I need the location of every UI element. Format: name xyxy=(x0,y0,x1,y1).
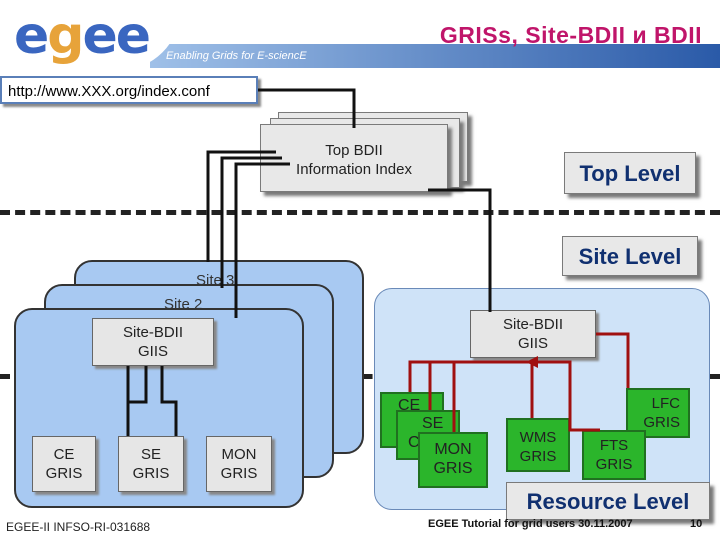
right-mon-gris-label: GRIS xyxy=(433,460,473,477)
index-conf-url: http://www.XXX.org/index.conf xyxy=(0,76,258,104)
footer-project-id: EGEE-II INFSO-RI-031688 xyxy=(6,520,151,534)
right-site-bdii-line1: Site-BDII xyxy=(502,316,563,333)
left-se-gris-line2: GRIS xyxy=(132,465,170,482)
footer-event: EGEE Tutorial for grid users 30.11.2007 xyxy=(428,518,633,530)
tagline: Enabling Grids for E-sciencE xyxy=(166,50,307,62)
site-level-label: Site Level xyxy=(562,236,698,276)
header-gradient-bar xyxy=(150,44,720,68)
right-fts-line2: GRIS xyxy=(595,456,633,473)
right-fts-gris: FTS GRIS xyxy=(582,430,646,480)
left-se-gris: SE GRIS xyxy=(118,436,184,492)
left-site-bdii-box: Site-BDII GIIS xyxy=(92,318,214,366)
top-bdii-line1: Top BDII xyxy=(325,142,383,159)
left-site-bdii-line2: GIIS xyxy=(137,343,168,360)
right-se-c2: C xyxy=(408,434,420,451)
right-lfc-gris: LFC GRIS xyxy=(626,388,690,438)
left-site-bdii-line1: Site-BDII xyxy=(122,324,183,341)
right-ce-label: CE xyxy=(398,397,421,414)
page-title: GRISs, Site-BDII и BDII xyxy=(439,22,702,48)
resource-level-label: Resource Level xyxy=(506,482,710,520)
dashed-separator-top xyxy=(0,210,720,215)
right-fts-line1: FTS xyxy=(599,437,629,454)
top-level-label: Top Level xyxy=(564,152,696,194)
left-mon-gris-line1: MON xyxy=(221,446,257,463)
right-site-bdii-box: Site-BDII GIIS xyxy=(470,310,596,358)
right-site-bdii-line2: GIIS xyxy=(517,335,548,352)
left-ce-gris-line2: GRIS xyxy=(45,465,83,482)
right-wms-line1: WMS xyxy=(519,429,557,446)
left-mon-gris-line2: GRIS xyxy=(220,465,258,482)
top-bdii-line2: Information Index xyxy=(296,161,412,178)
right-mon-label: MON xyxy=(434,441,472,458)
right-lfc-line1: LFC xyxy=(651,395,680,412)
left-se-gris-line1: SE xyxy=(140,446,161,463)
right-mon-gris: MON GRIS xyxy=(418,432,488,488)
top-bdii-box: Top BDII Information Index xyxy=(260,124,448,192)
left-mon-gris: MON GRIS xyxy=(206,436,272,492)
left-ce-gris: CE GRIS xyxy=(32,436,96,492)
right-lfc-line2: GRIS xyxy=(643,414,680,431)
egee-logo: egee xyxy=(14,6,151,66)
right-wms-line2: GRIS xyxy=(519,448,557,465)
left-ce-gris-line1: CE xyxy=(53,446,75,463)
right-se-label: SE xyxy=(422,415,444,432)
right-wms-gris: WMS GRIS xyxy=(506,418,570,472)
logo-bubble xyxy=(0,0,180,70)
page-number: 10 xyxy=(690,518,703,530)
